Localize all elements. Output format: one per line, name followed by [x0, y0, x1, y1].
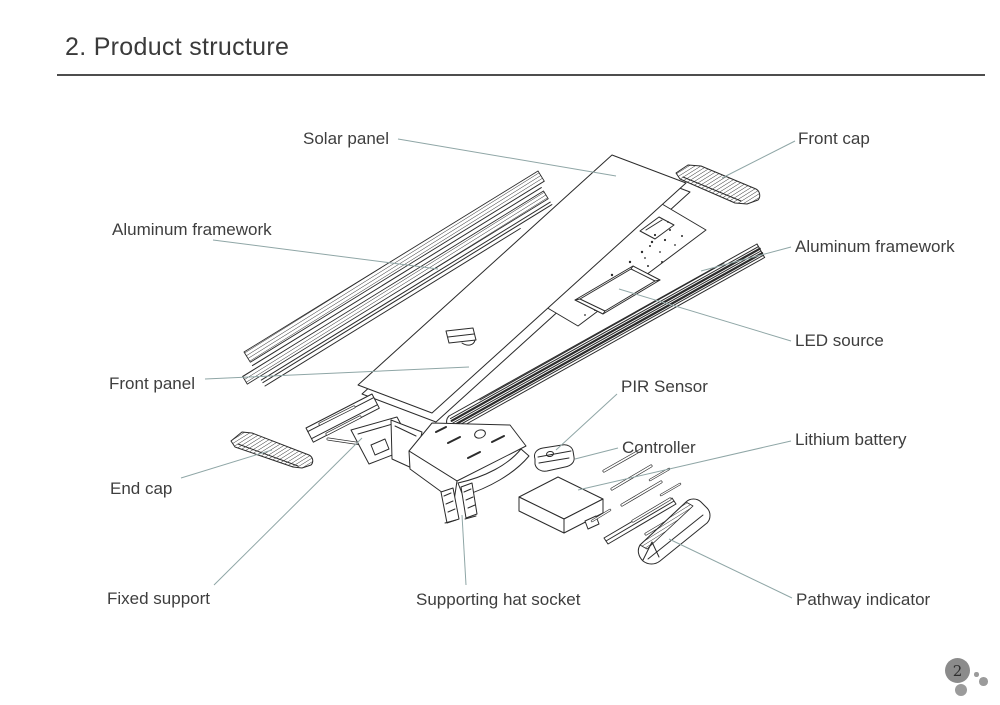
support-legs	[440, 482, 478, 524]
front-cap-part	[675, 164, 761, 205]
decorative-dot-large	[955, 684, 968, 697]
corner-bracket-part	[639, 216, 675, 240]
leader-led-source	[618, 288, 792, 342]
leader-solar-panel	[397, 138, 617, 177]
label-pathway-indicator: Pathway indicator	[796, 590, 931, 609]
led-window	[574, 265, 661, 315]
sheet-clip-detail	[445, 327, 477, 346]
leader-controller	[574, 447, 619, 460]
decorative-dot-small	[974, 672, 979, 677]
label-pir-sensor: PIR Sensor	[621, 377, 708, 396]
label-supporting-hat-socket: Supporting hat socket	[416, 590, 581, 609]
label-controller: Controller	[622, 438, 696, 457]
page-number-badge: 2	[945, 658, 970, 683]
pir-sensor-controller-part	[534, 444, 575, 472]
label-aluminum-framework-right: Aluminum framework	[795, 237, 955, 256]
exploded-drawing	[230, 154, 766, 565]
page-title: 2. Product structure	[65, 33, 290, 61]
leader-end-cap	[180, 449, 273, 479]
label-front-panel: Front panel	[109, 374, 195, 393]
left-aluminum-framework	[242, 170, 553, 387]
leader-aluminum-framework-left	[212, 239, 439, 270]
mount-bracket-parts	[305, 393, 423, 470]
label-solar-panel: Solar panel	[303, 129, 389, 148]
led-panel-part	[533, 203, 707, 327]
leader-lithium-battery	[577, 440, 792, 491]
label-fixed-support: Fixed support	[107, 589, 210, 608]
solar-panel-part	[357, 154, 687, 414]
leader-front-cap	[721, 140, 796, 179]
label-end-cap: End cap	[110, 479, 172, 498]
leader-supporting-hat-socket	[461, 514, 467, 586]
leader-fixed-support	[213, 437, 363, 586]
leader-pir-sensor	[555, 393, 618, 451]
pathway-indicator-part	[637, 498, 711, 565]
leader-pathway-indicator	[668, 538, 793, 599]
label-lithium-battery: Lithium battery	[795, 430, 907, 449]
page-number: 2	[952, 661, 963, 680]
leader-lines	[180, 138, 796, 599]
leader-aluminum-framework-right	[700, 246, 792, 272]
right-aluminum-framework	[446, 243, 766, 431]
leader-front-panel	[204, 366, 470, 380]
lithium-battery-part	[518, 476, 604, 534]
title-divider	[57, 74, 985, 76]
support-housing-part	[408, 422, 530, 502]
decorative-dot-medium	[979, 677, 988, 686]
label-aluminum-framework-left: Aluminum framework	[112, 220, 272, 239]
diagram-labels: Solar panel Front cap Aluminum framework…	[107, 129, 955, 609]
label-led-source: LED source	[795, 331, 884, 350]
label-front-cap: Front cap	[798, 129, 870, 148]
